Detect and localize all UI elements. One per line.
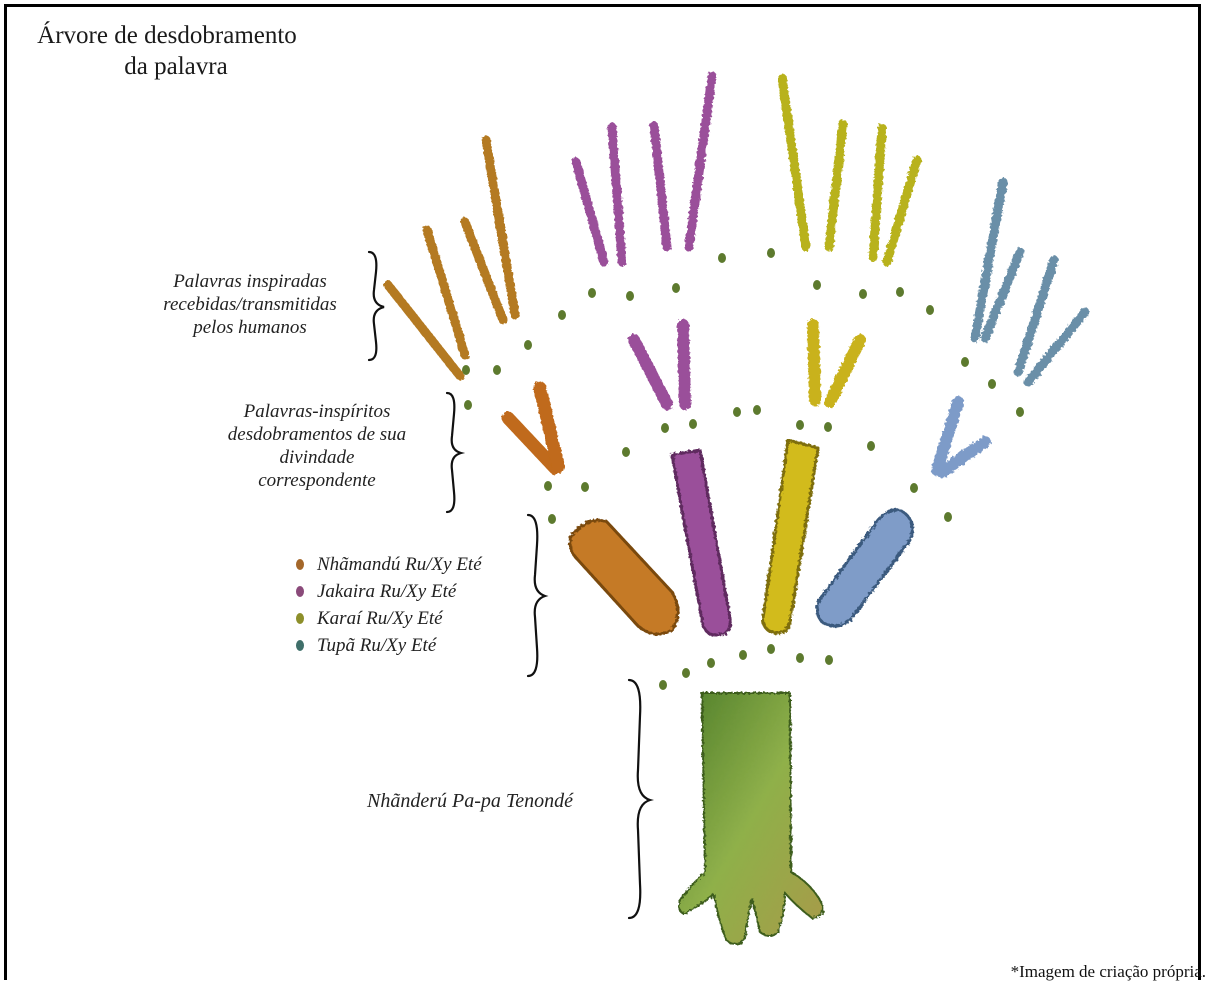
legend-label: Tupã Ru/Xy Eté [317,635,436,657]
legend-label: Nhãmandú Ru/Xy Eté [317,554,482,576]
brace-base [629,680,650,918]
branch-karai [763,440,818,633]
image-credit: *Imagem de criação própria. [1011,962,1206,982]
legend-label: Jakaira Ru/Xy Eté [317,581,456,603]
legend: Nhãmandú Ru/Xy Eté Jakaira Ru/Xy Eté Kar… [290,551,482,659]
legend-item: Karaí Ru/Xy Eté [290,605,482,632]
v-jakaira [634,325,685,404]
connection-dots-base [659,644,833,690]
label-word-spirits-line-3: divindade [198,446,436,469]
strands-tupa [975,182,1085,382]
trunk [679,693,823,944]
legend-item: Jakaira Ru/Xy Eté [290,578,482,605]
label-inspired-words-line-1: Palavras inspiradas [140,270,360,293]
label-tree-base: Nhãnderú Pa-pa Tenondé [320,790,620,813]
label-word-spirits-line-4: correspondente [198,469,436,492]
branch-tupa [817,510,912,626]
legend-swatch [296,613,304,624]
label-word-spirits-line-1: Palavras-inspíritos [198,400,436,423]
branch-nhamandu [570,520,678,634]
v-tupa [937,402,985,472]
strands-karai [782,78,917,262]
legend-swatch [296,640,304,651]
label-inspired-words: Palavras inspiradas recebidas/transmitid… [140,270,360,339]
level-3-branches [388,76,1085,382]
level-1-branches [570,440,912,635]
label-inspired-words-line-3: pelos humanos [140,316,360,339]
brace-spirits [447,393,461,512]
level-2-branches [508,325,985,472]
label-inspired-words-line-2: recebidas/transmitidas [140,293,360,316]
v-karai [813,325,860,402]
legend-swatch [296,559,304,570]
label-word-spirits: Palavras-inspíritos desdobramentos de su… [198,400,436,492]
brace-humans [369,252,384,360]
label-word-spirits-line-2: desdobramentos de sua [198,423,436,446]
strands-nhamandu [388,140,515,376]
strands-jakaira [576,76,712,262]
legend-item: Tupã Ru/Xy Eté [290,632,482,659]
legend-swatch [296,586,304,597]
legend-item: Nhãmandú Ru/Xy Eté [290,551,482,578]
legend-label: Karaí Ru/Xy Eté [317,608,443,630]
brace-legend [528,515,545,676]
v-nhamandu [508,388,558,468]
branch-jakaira [672,450,730,635]
